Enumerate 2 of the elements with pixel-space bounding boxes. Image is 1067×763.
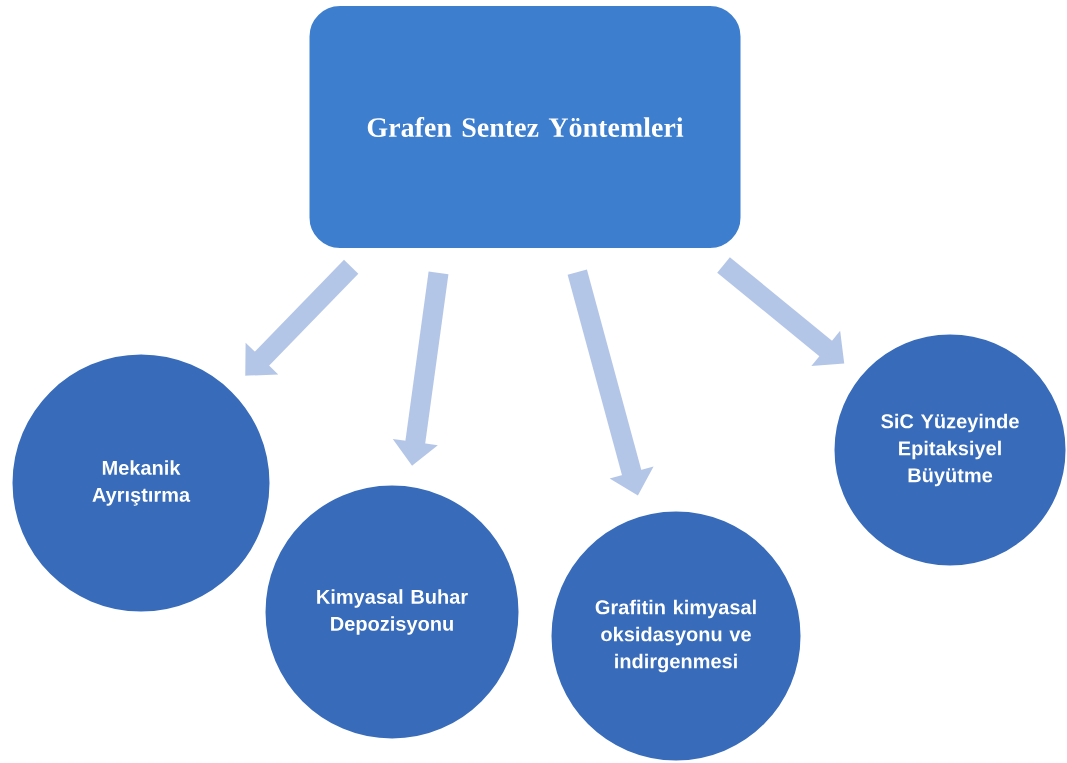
title-box: Grafen Sentez Yöntemleri (306, 3, 744, 251)
arrow (245, 259, 359, 376)
